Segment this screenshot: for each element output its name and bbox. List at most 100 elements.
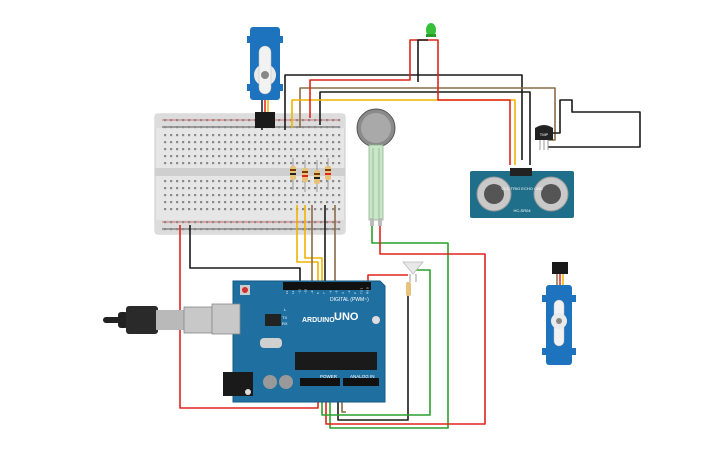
breadboard-hole <box>164 126 167 129</box>
breadboard-hole <box>170 187 173 190</box>
resistor <box>325 158 331 190</box>
breadboard-hole <box>272 228 275 231</box>
ultrasonic-sensor[interactable]: VCC TRIG ECHO GND HC-SR04 <box>470 168 574 218</box>
breadboard-hole <box>170 155 173 158</box>
breadboard-hole <box>230 221 233 224</box>
breadboard-hole <box>176 228 179 231</box>
breadboard-hole <box>338 201 341 204</box>
breadboard-hole <box>338 221 341 224</box>
breadboard-hole <box>278 155 281 158</box>
led-green[interactable] <box>426 23 436 37</box>
arduino-uno-board[interactable]: DIGITAL (PWM~) ARDUINO UNO TX RX L POWER… <box>211 280 386 403</box>
breadboard-hole <box>314 126 317 129</box>
breadboard-hole <box>164 148 167 151</box>
wire-black <box>319 91 531 165</box>
breadboard-hole <box>188 162 191 165</box>
breadboard-hole <box>260 221 263 224</box>
breadboard-hole <box>194 221 197 224</box>
breadboard-hole <box>254 134 257 137</box>
resistor <box>302 160 308 192</box>
breadboard-hole <box>212 155 215 158</box>
breadboard-hole <box>242 148 245 151</box>
breadboard-hole <box>266 187 269 190</box>
breadboard-hole <box>164 221 167 224</box>
breadboard-hole <box>242 228 245 231</box>
breadboard-hole <box>320 201 323 204</box>
breadboard-hole <box>224 134 227 137</box>
breadboard-hole <box>188 201 191 204</box>
breadboard-hole <box>230 134 233 137</box>
breadboard-hole <box>164 201 167 204</box>
breadboard-hole <box>176 187 179 190</box>
breadboard-hole <box>278 148 281 151</box>
breadboard-hole <box>260 201 263 204</box>
breadboard-hole <box>308 134 311 137</box>
resistor <box>290 158 296 190</box>
breadboard-hole <box>254 155 257 158</box>
breadboard-hole <box>260 155 263 158</box>
breadboard-hole <box>296 155 299 158</box>
breadboard-hole <box>176 119 179 122</box>
breadboard-hole <box>182 134 185 137</box>
breadboard-hole <box>236 194 239 197</box>
breadboard-hole <box>290 148 293 151</box>
breadboard-hole <box>224 126 227 129</box>
breadboard-hole <box>182 141 185 144</box>
breadboard-hole <box>326 155 329 158</box>
breadboard-hole <box>278 134 281 137</box>
breadboard-hole <box>332 119 335 122</box>
breadboard-hole <box>164 180 167 183</box>
breadboard-hole <box>332 221 335 224</box>
breadboard-hole <box>206 201 209 204</box>
breadboard-hole <box>254 194 257 197</box>
breadboard-hole <box>176 221 179 224</box>
breadboard-hole <box>182 187 185 190</box>
breadboard-hole <box>242 134 245 137</box>
breadboard-hole <box>290 228 293 231</box>
breadboard-hole <box>200 194 203 197</box>
breadboard-hole <box>242 141 245 144</box>
breadboard-hole <box>182 201 185 204</box>
servo-motor-right[interactable] <box>542 262 576 365</box>
breadboard-hole <box>320 148 323 151</box>
usb-cable <box>103 306 213 334</box>
breadboard-hole <box>230 180 233 183</box>
breadboard-hole <box>242 221 245 224</box>
breadboard-hole <box>182 148 185 151</box>
breadboard-hole <box>290 141 293 144</box>
breadboard-hole <box>290 187 293 190</box>
breadboard-hole <box>218 221 221 224</box>
breadboard-hole <box>314 148 317 151</box>
arduino-model: UNO <box>334 311 359 323</box>
breadboard-hole <box>320 119 323 122</box>
temperature-sensor[interactable]: TMP <box>535 125 553 150</box>
breadboard-hole <box>230 162 233 165</box>
breadboard-hole <box>278 162 281 165</box>
breadboard-hole <box>326 148 329 151</box>
rgb-led[interactable] <box>402 261 424 296</box>
breadboard-hole <box>296 180 299 183</box>
breadboard-hole <box>308 201 311 204</box>
breadboard-hole <box>308 155 311 158</box>
breadboard-hole <box>314 221 317 224</box>
breadboard-hole <box>218 208 221 211</box>
servo-motor-top[interactable] <box>247 27 283 128</box>
wire-green <box>329 222 449 429</box>
breadboard-hole <box>278 208 281 211</box>
breadboard-hole <box>338 208 341 211</box>
breadboard-hole <box>284 162 287 165</box>
breadboard-hole <box>194 134 197 137</box>
breadboard-hole <box>230 201 233 204</box>
breadboard-hole <box>176 201 179 204</box>
breadboard-hole <box>248 208 251 211</box>
power-label: POWER <box>320 374 338 379</box>
breadboard-hole <box>164 208 167 211</box>
breadboard-hole <box>272 141 275 144</box>
force-sensor[interactable] <box>356 108 396 226</box>
breadboard-hole <box>266 180 269 183</box>
resistors <box>290 158 331 192</box>
breadboard-hole <box>302 208 305 211</box>
breadboard-hole <box>272 180 275 183</box>
breadboard-hole <box>302 194 305 197</box>
breadboard-hole <box>320 162 323 165</box>
